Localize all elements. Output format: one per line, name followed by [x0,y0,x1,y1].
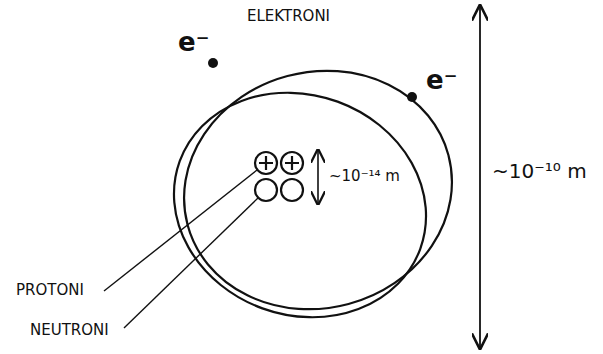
dimension-label: ~10⁻¹⁴ m [327,168,402,185]
dimension-arrow [479,6,481,348]
dimension-label: ~10⁻¹⁰ m [490,160,589,182]
plus-sign [259,156,299,170]
label-text: ELEKTRONI [245,8,332,25]
electron-dot [407,92,417,102]
electron-orbit [157,41,479,339]
electron-symbol: e⁻ [424,66,459,95]
electron-symbol: e⁻ [176,28,211,57]
nucleus [255,152,303,201]
electron-orbit [142,58,458,352]
leader-line [124,197,259,328]
neutron [281,179,303,201]
dimension-arrow [317,150,319,204]
electron-dot [208,58,218,68]
label-text: PROTONI [14,282,86,299]
label-text: NEUTRONI [28,322,111,339]
